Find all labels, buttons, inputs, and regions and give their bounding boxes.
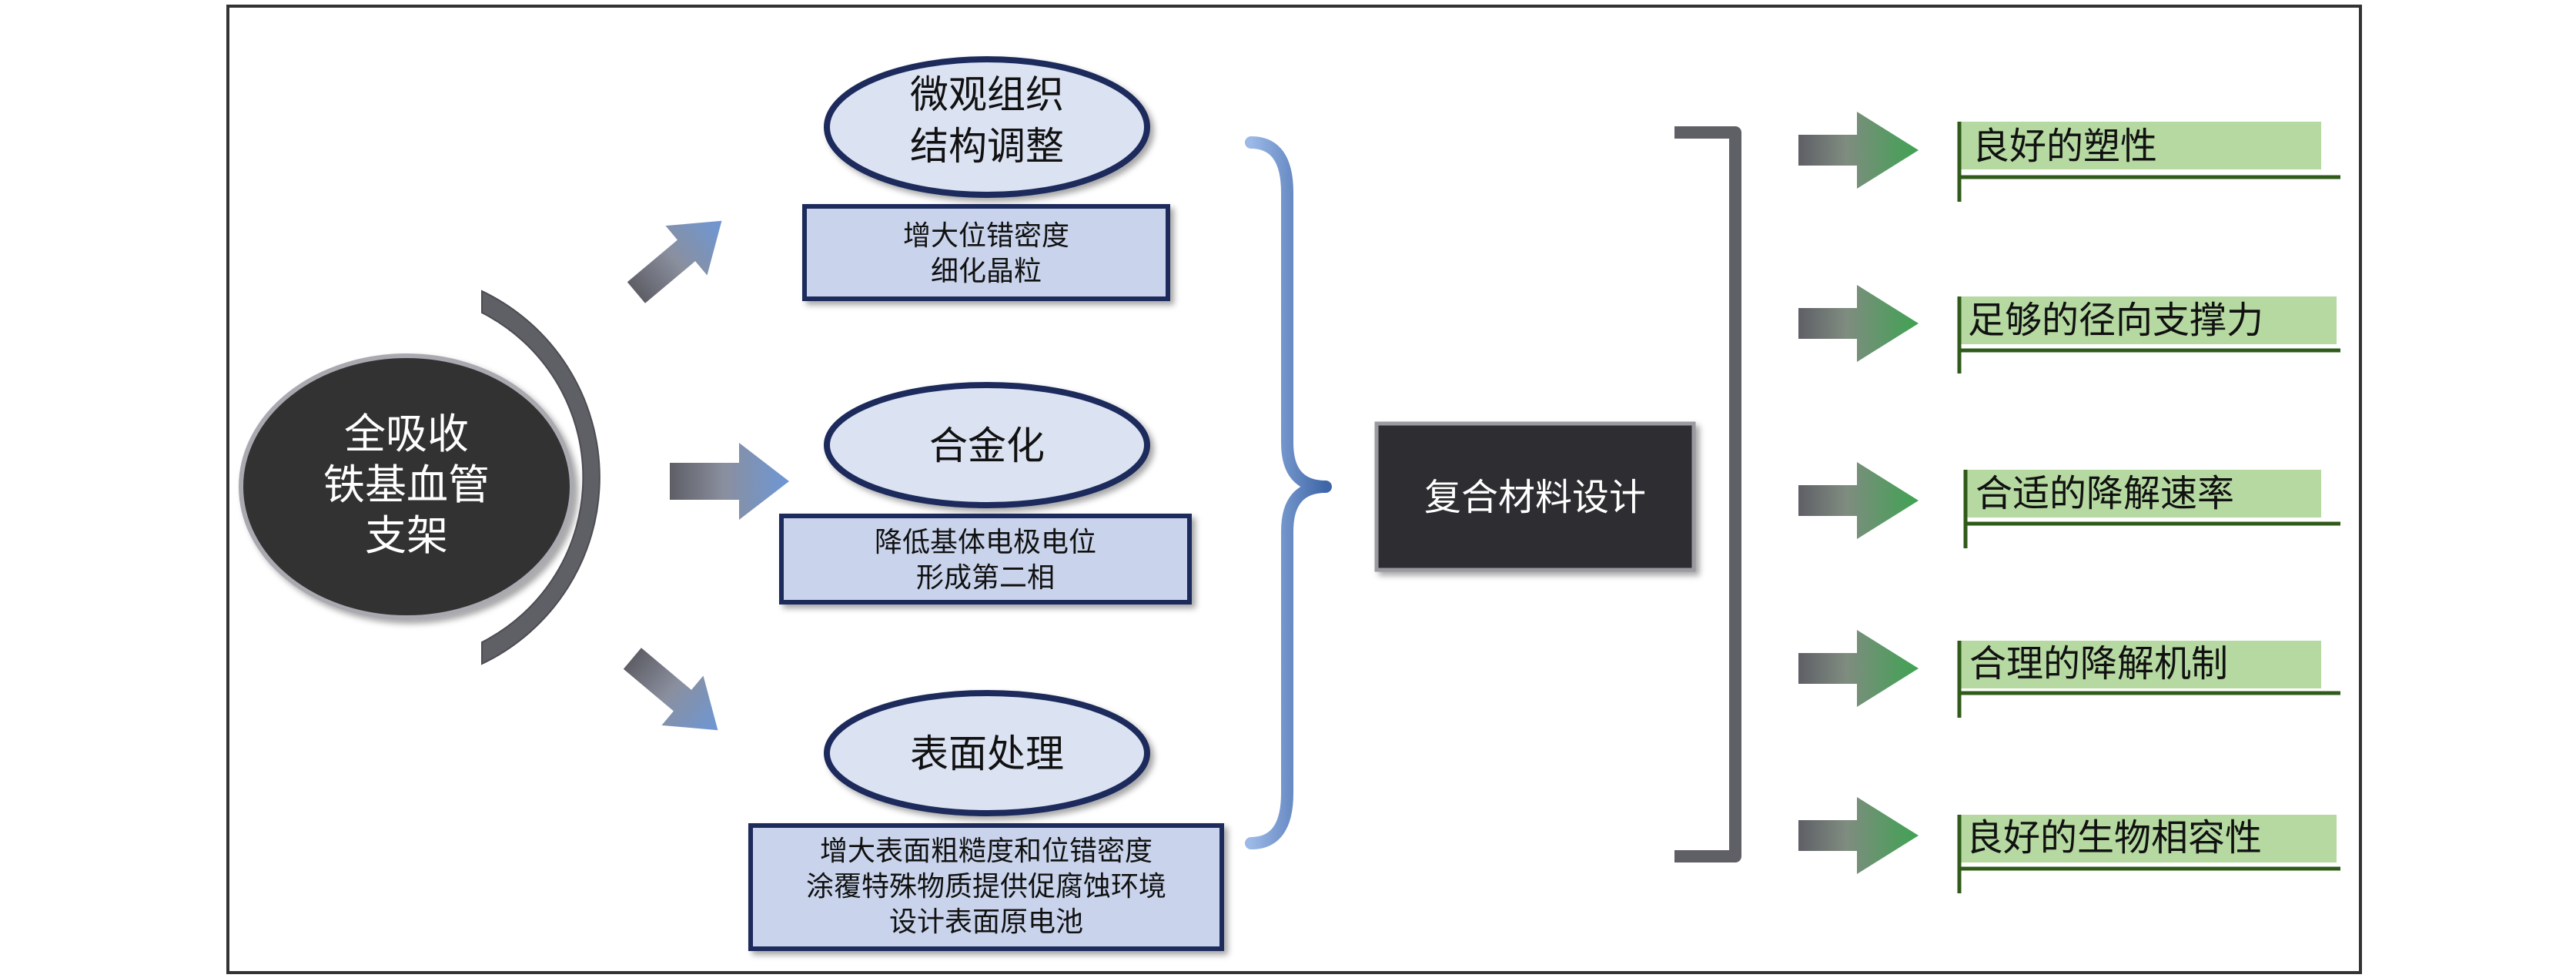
crescent-bracket [481,290,601,665]
outcome-5: 良好的生物相容性 [1957,815,2340,893]
central-label-line-1: 全吸收 [344,410,469,458]
arrow-to-branch-2 [670,443,789,520]
arrow-to-outcome-2 [1798,285,1919,362]
branch-2-title-line-1: 合金化 [929,424,1045,468]
arrow-to-outcome-3 [1798,462,1919,539]
branch-2-detail-line-2: 形成第二相 [916,562,1055,594]
branch-1-title-line-2: 结构调整 [910,124,1064,169]
branch-2-detail-box [779,514,1192,605]
arrow-to-outcome-4 [1798,630,1919,707]
outcome-5-label: 良好的生物相容性 [1966,816,2262,859]
center-box [1374,421,1696,572]
branch-3-detail-box [748,823,1224,951]
outcome-4-label: 合理的降解机制 [1969,642,2228,685]
branch-3-detail-line-2: 涂覆特殊物质提供促腐蚀环境 [806,871,1166,903]
outcome-arrows [1798,112,1919,874]
branch-1-detail-line-2: 细化晶粒 [931,256,1042,287]
arrow-to-outcome-1 [1798,112,1919,189]
branch-3-oval [824,690,1150,816]
central-label-line-3: 支架 [365,511,448,560]
branch-1-oval [824,56,1150,198]
outcome-2: 足够的径向支撑力 [1957,296,2340,373]
square-bracket [1674,126,1741,862]
outcome-3-label: 合适的降解速率 [1975,472,2234,515]
outcome-1: 良好的塑性 [1957,122,2340,202]
outcome-3: 合适的降解速率 [1963,470,2340,548]
arrow-to-branch-1 [627,220,722,303]
branch-3-detail-line-3: 设计表面原电池 [889,906,1083,938]
branch-1-title-line-1: 微观组织 [910,72,1064,117]
branch-1-detail-box [802,204,1170,301]
outcome-4: 合理的降解机制 [1957,641,2340,718]
curly-brace [1245,136,1332,849]
arrow-to-outcome-5 [1798,797,1919,874]
branch-3-detail-line-1: 增大表面粗糙度和位错密度 [820,836,1153,867]
branch-1-detail-line-1: 增大位错密度 [903,220,1069,252]
outcome-2-label: 足够的径向支撑力 [1968,299,2263,342]
center-box-label: 复合材料设计 [1424,476,1646,519]
arrow-to-branch-3 [623,648,718,731]
branch-3-title-line-1: 表面处理 [910,732,1064,776]
branch-2-detail-line-1: 降低基体电极电位 [875,527,1096,558]
branch-2-oval [824,382,1150,508]
central-label-line-2: 铁基血管 [323,461,490,509]
central-ellipse [239,353,574,620]
outcome-1-label: 良好的塑性 [1972,125,2157,168]
